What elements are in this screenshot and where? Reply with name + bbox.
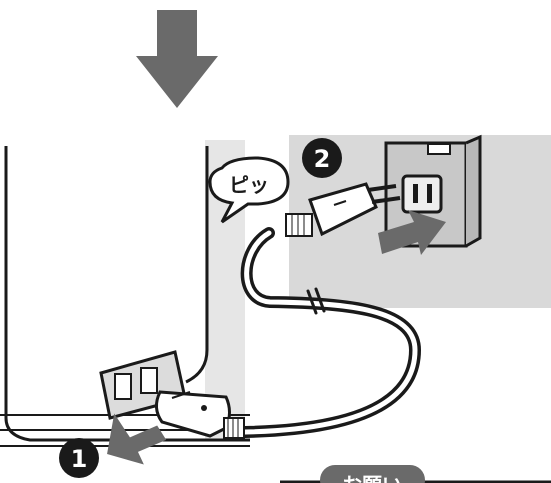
step-badge-2: 2 — [302, 138, 342, 178]
caption-banner: お願い — [280, 465, 551, 483]
callout-text: ピッ — [229, 173, 269, 197]
step-number-1: 1 — [71, 445, 88, 473]
step-number-2: 2 — [314, 145, 331, 173]
step-badge-1: 1 — [59, 438, 99, 478]
down-arrow-icon — [136, 10, 218, 108]
caption-text: お願い — [342, 473, 402, 483]
